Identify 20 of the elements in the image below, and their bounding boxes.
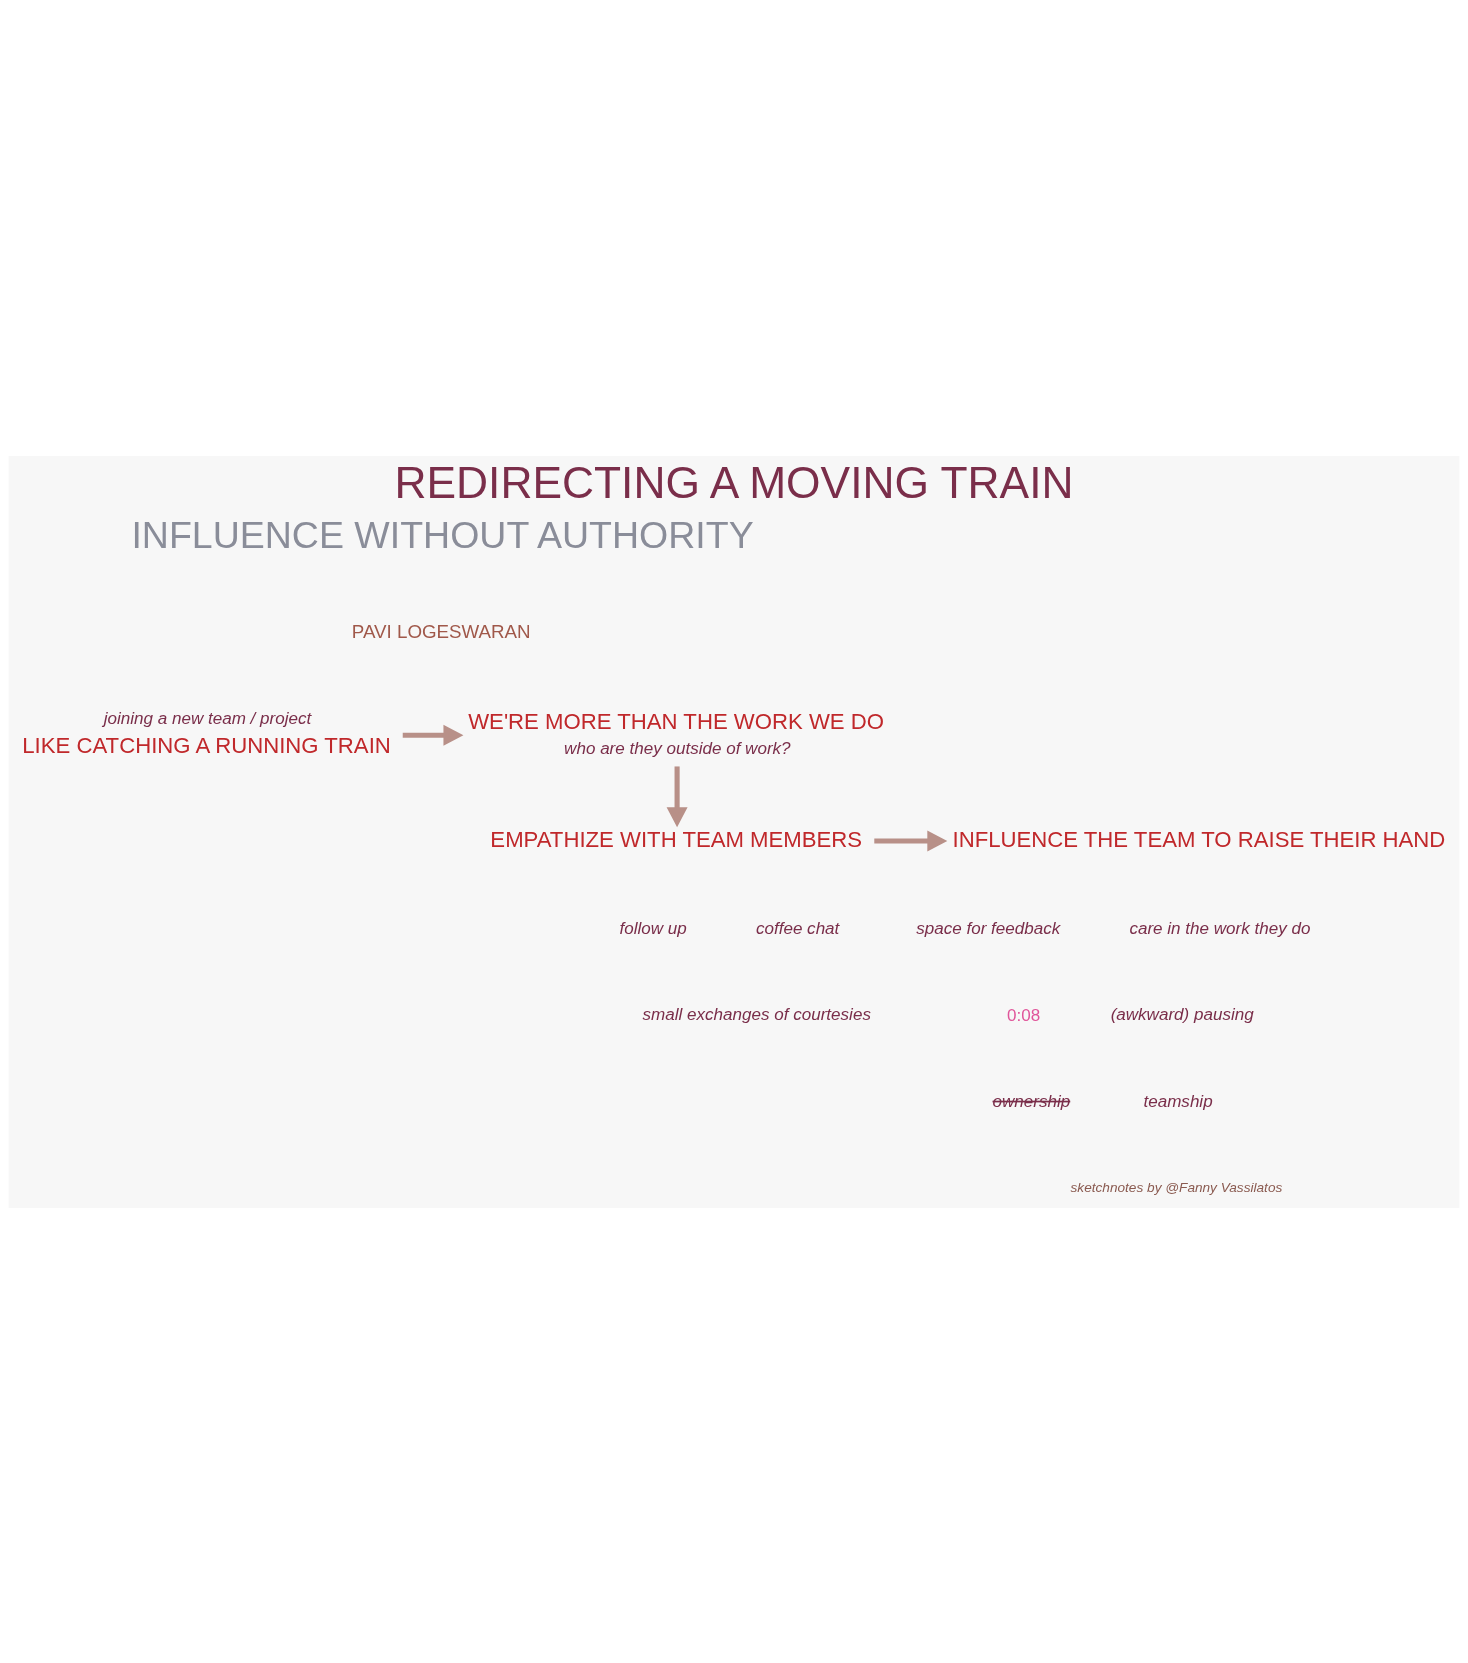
label: INFLUENCE WITHOUT AUTHORITY (131, 513, 754, 556)
node-text: joining a new team / project LIKE CATCHING A RUNNING TRAIN (22, 708, 391, 758)
label: teamship (1143, 1091, 1213, 1111)
arrow (874, 829, 948, 851)
node-text: WE'RE MORE THAN THE WORK WE DO who are they outside of work? (468, 708, 884, 758)
arrow (666, 765, 688, 827)
label: space for feedback (916, 918, 1061, 938)
diagram-title: REDIRECTING A MOVING TRAIN (394, 457, 1074, 507)
label: sketchnotes by @Fanny Vassilatos (1070, 1179, 1283, 1195)
label: (awkward) pausing (1110, 1004, 1254, 1024)
label: 0:08 (1007, 1005, 1041, 1025)
label: follow up (619, 918, 687, 938)
label: care in the work they do (1129, 918, 1311, 938)
label: coffee chat (755, 918, 840, 938)
node-text: EMPATHIZE WITH TEAM MEMBERS (490, 826, 863, 852)
label: PAVI LOGESWARAN (351, 620, 531, 642)
node-text: INFLUENCE THE TEAM TO RAISE THEIR HAND (952, 826, 1446, 852)
arrow (402, 724, 464, 746)
label: small exchanges of courtesies (642, 1004, 871, 1024)
label: ownership (992, 1091, 1071, 1111)
